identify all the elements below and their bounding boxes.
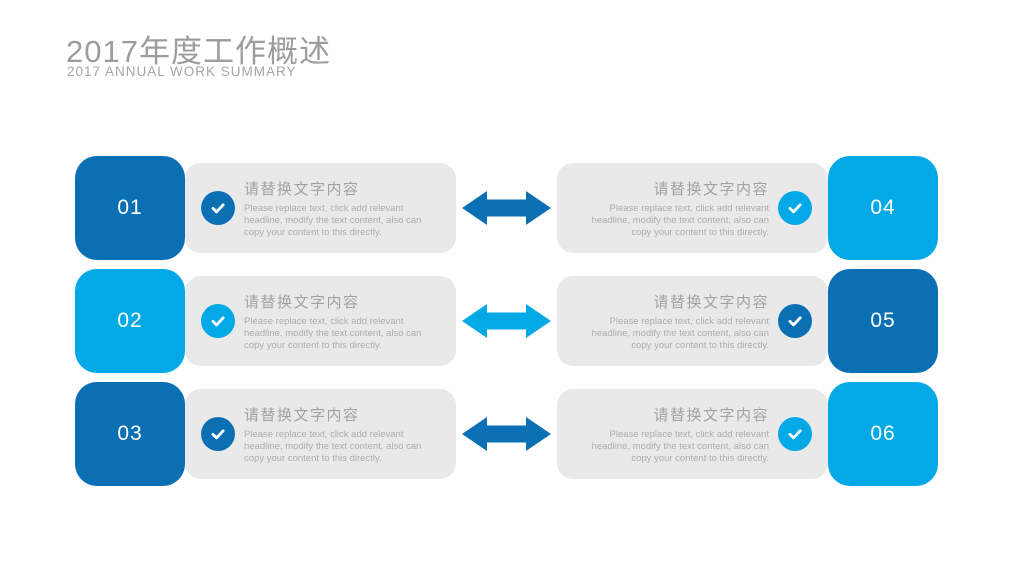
check-icon (201, 417, 235, 451)
card-body: Please replace text, click add relevant … (244, 315, 422, 351)
page-title: 2017年度工作概述 (66, 34, 331, 69)
card-body: Please replace text, click add relevant … (244, 202, 422, 238)
card-text-block: 请替换文字内容 Please replace text, click add r… (569, 404, 769, 465)
text-card-03: 请替换文字内容 Please replace text, click add r… (185, 389, 456, 479)
check-icon (201, 191, 235, 225)
row-1: 01 请替换文字内容 Please replace text, click ad… (0, 156, 1013, 260)
double-headed-arrow-icon (462, 190, 551, 226)
number-badge-03: 03 (75, 382, 185, 486)
card-body: Please replace text, click add relevant … (244, 428, 422, 464)
card-text-block: 请替换文字内容 Please replace text, click add r… (244, 404, 444, 465)
card-heading: 请替换文字内容 (244, 293, 360, 311)
text-card-06: 请替换文字内容 Please replace text, click add r… (557, 389, 828, 479)
double-headed-arrow-icon (462, 416, 551, 452)
card-heading: 请替换文字内容 (244, 406, 360, 424)
card-text-block: 请替换文字内容 Please replace text, click add r… (569, 291, 769, 352)
card-body: Please replace text, click add relevant … (591, 428, 769, 464)
card-text-block: 请替换文字内容 Please replace text, click add r… (569, 178, 769, 239)
card-body: Please replace text, click add relevant … (591, 202, 769, 238)
number-badge-01: 01 (75, 156, 185, 260)
text-card-05: 请替换文字内容 Please replace text, click add r… (557, 276, 828, 366)
card-body: Please replace text, click add relevant … (591, 315, 769, 351)
card-heading: 请替换文字内容 (653, 180, 769, 198)
row-3: 03 请替换文字内容 Please replace text, click ad… (0, 382, 1013, 486)
number-badge-04: 04 (828, 156, 938, 260)
page-subtitle: 2017 ANNUAL WORK SUMMARY (67, 64, 297, 79)
card-heading: 请替换文字内容 (653, 406, 769, 424)
card-heading: 请替换文字内容 (244, 180, 360, 198)
text-card-01: 请替换文字内容 Please replace text, click add r… (185, 163, 456, 253)
check-icon (201, 304, 235, 338)
text-card-02: 请替换文字内容 Please replace text, click add r… (185, 276, 456, 366)
card-heading: 请替换文字内容 (653, 293, 769, 311)
number-badge-05: 05 (828, 269, 938, 373)
text-card-04: 请替换文字内容 Please replace text, click add r… (557, 163, 828, 253)
check-icon (778, 304, 812, 338)
double-headed-arrow-icon (462, 303, 551, 339)
number-badge-06: 06 (828, 382, 938, 486)
number-badge-02: 02 (75, 269, 185, 373)
check-icon (778, 191, 812, 225)
check-icon (778, 417, 812, 451)
row-2: 02 请替换文字内容 Please replace text, click ad… (0, 269, 1013, 373)
card-text-block: 请替换文字内容 Please replace text, click add r… (244, 178, 444, 239)
card-text-block: 请替换文字内容 Please replace text, click add r… (244, 291, 444, 352)
